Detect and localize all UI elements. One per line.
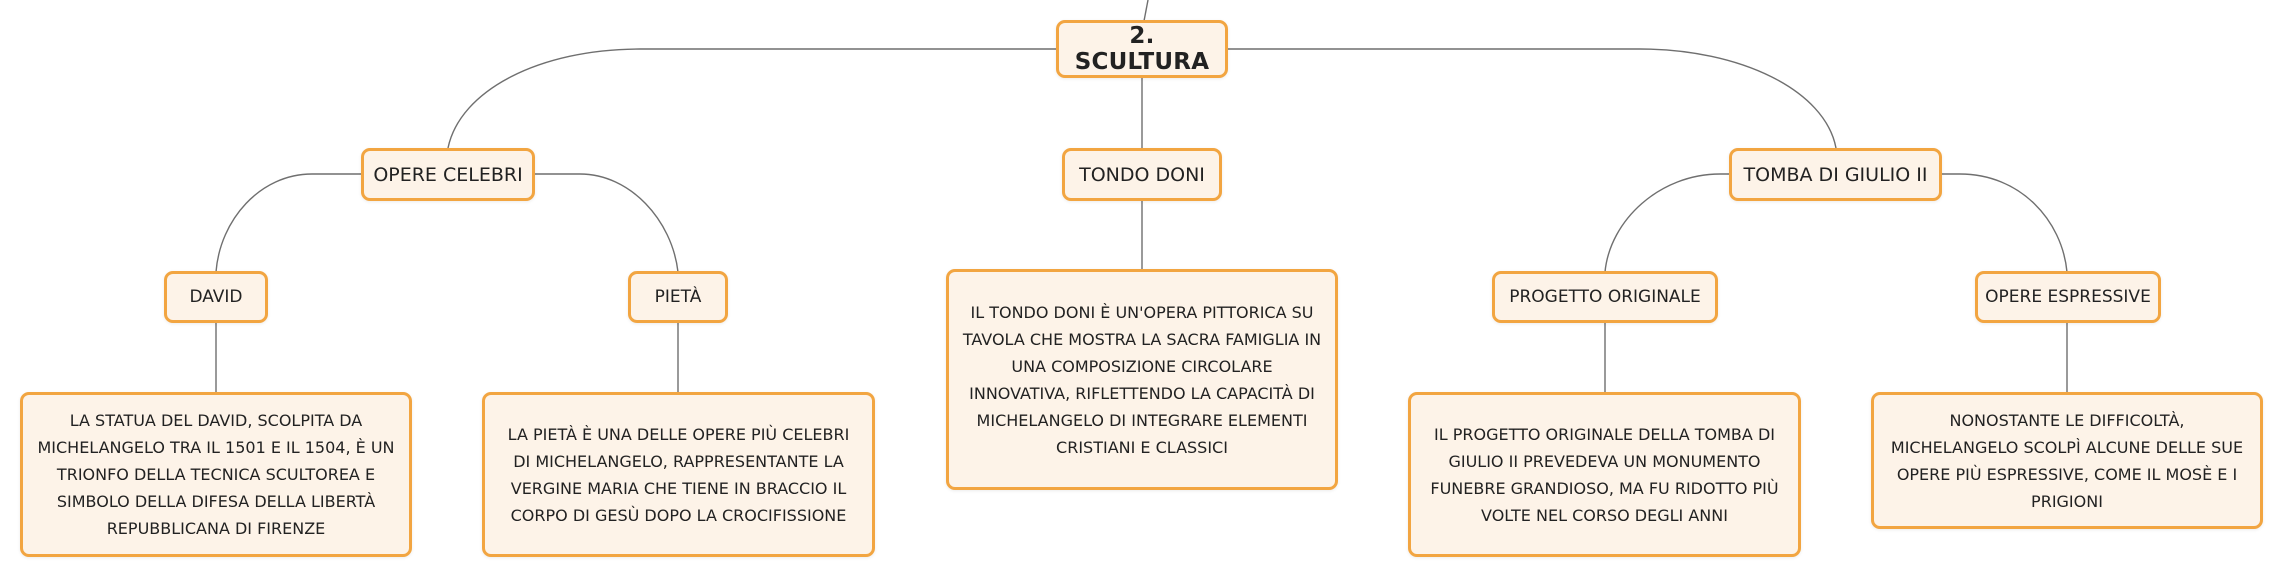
leaf-node-pieta[interactable]: PIETÀ [628, 271, 728, 323]
connector-root-tomba-giulio [1228, 48, 1837, 149]
text-david: LA STATUA DEL DAVID, SCOLPITA DA MICHELA… [37, 411, 395, 538]
connector-opere-celebri-pieta [534, 173, 679, 273]
branch-node-tomba-giulio[interactable]: TOMBA DI GIULIO II [1729, 148, 1942, 201]
leaf-label-opere-espressive: OPERE ESPRESSIVE [1985, 287, 2151, 307]
connector-root-opere-celebri [447, 48, 1056, 149]
text-opere-espressive: NONOSTANTE LE DIFFICOLTÀ, MICHELANGELO S… [1890, 410, 2244, 511]
branch-label-opere-celebri: OPERE CELEBRI [373, 163, 523, 186]
leaf-label-progetto-originale: PROGETTO ORIGINALE [1509, 287, 1701, 307]
root-node-scultura[interactable]: 2. SCULTURA [1056, 20, 1228, 78]
leaf-node-david[interactable]: DAVID [164, 271, 268, 323]
text-pieta: LA PIETÀ È UNA DELLE OPERE PIÙ CELEBRI D… [507, 424, 850, 525]
connector-tomba-giulio-progetto [1604, 173, 1731, 273]
leaf-label-david: DAVID [189, 287, 243, 307]
root-label: 2. SCULTURA [1074, 23, 1210, 75]
text-node-david[interactable]: LA STATUA DEL DAVID, SCOLPITA DA MICHELA… [20, 392, 412, 557]
branch-node-opere-celebri[interactable]: OPERE CELEBRI [361, 148, 535, 201]
leaf-label-pieta: PIETÀ [654, 287, 702, 307]
text-node-progetto-originale[interactable]: IL PROGETTO ORIGINALE DELLA TOMBA DI GIU… [1408, 392, 1801, 557]
branch-node-tondo-doni[interactable]: TONDO DONI [1062, 148, 1222, 201]
connector-tomba-giulio-espressive [1942, 173, 2068, 273]
branch-label-tomba-giulio: TOMBA DI GIULIO II [1743, 163, 1928, 186]
text-node-tondo-doni[interactable]: IL TONDO DONI È UN'OPERA PITTORICA SU TA… [946, 269, 1338, 490]
leaf-node-progetto-originale[interactable]: PROGETTO ORIGINALE [1492, 271, 1718, 323]
leaf-node-opere-espressive[interactable]: OPERE ESPRESSIVE [1975, 271, 2161, 323]
connector-parent-root [1143, 0, 1149, 22]
text-progetto-originale: IL PROGETTO ORIGINALE DELLA TOMBA DI GIU… [1430, 424, 1779, 525]
text-node-opere-espressive[interactable]: NONOSTANTE LE DIFFICOLTÀ, MICHELANGELO S… [1871, 392, 2263, 529]
text-tondo-doni: IL TONDO DONI È UN'OPERA PITTORICA SU TA… [962, 302, 1322, 457]
branch-label-tondo-doni: TONDO DONI [1079, 163, 1205, 186]
connector-opere-celebri-david [215, 173, 363, 273]
text-node-pieta[interactable]: LA PIETÀ È UNA DELLE OPERE PIÙ CELEBRI D… [482, 392, 875, 557]
